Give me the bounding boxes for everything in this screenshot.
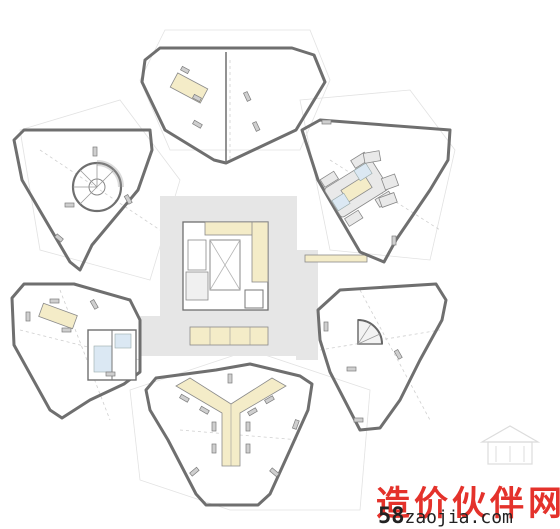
pod-top bbox=[140, 46, 327, 165]
pod-right-top bbox=[300, 118, 452, 264]
pod-left-bottom bbox=[10, 282, 142, 420]
pod-right-bottom bbox=[316, 282, 448, 432]
watermark-domain-text: zaojia.com bbox=[404, 507, 513, 528]
central-core bbox=[140, 196, 368, 360]
watermark-seal-icon bbox=[479, 425, 541, 465]
pod-left-top bbox=[12, 128, 154, 272]
watermark-digits: 58 bbox=[378, 504, 405, 529]
watermark-domain: 58zaojia.com bbox=[378, 504, 513, 529]
watermark-chinese: 造价伙伴网 bbox=[376, 484, 560, 524]
pod-bottom bbox=[144, 362, 314, 507]
